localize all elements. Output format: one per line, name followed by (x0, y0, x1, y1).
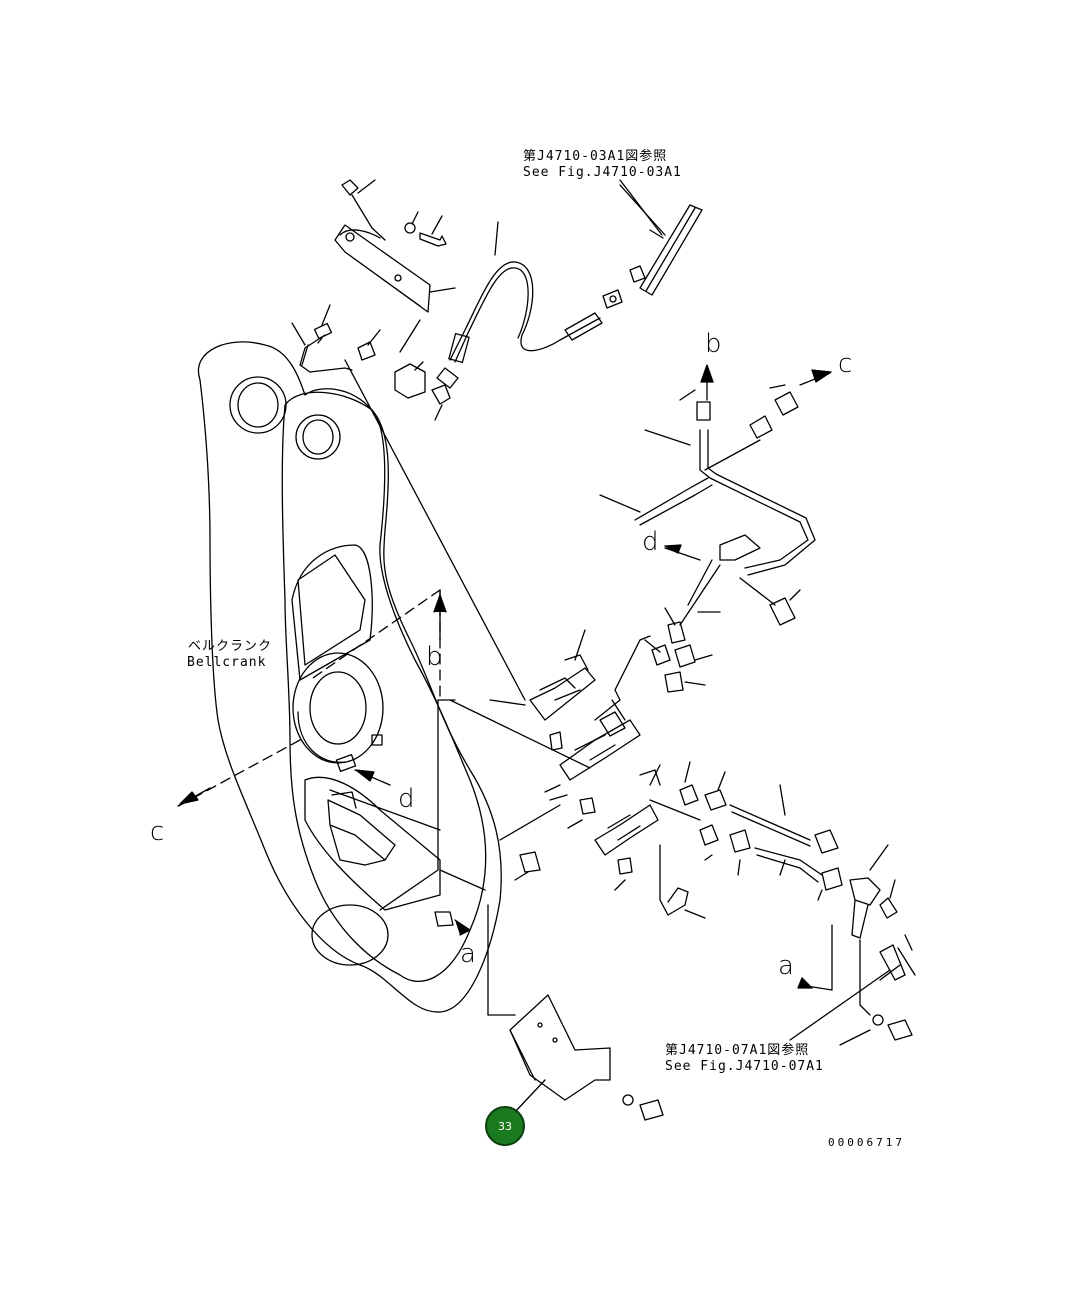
arrow-letter-c-top: c (838, 349, 853, 379)
sensor-bracket (327, 791, 396, 861)
pivot-outer (292, 652, 384, 764)
loop-pipe (659, 844, 689, 916)
plate-washer (622, 1094, 634, 1106)
mid-fitting-4 (664, 671, 684, 693)
hose-fitting-right (564, 312, 603, 341)
arrow-letter-a-right: a (778, 951, 794, 981)
mid-fitting-3 (674, 644, 696, 668)
right-screw (887, 1019, 913, 1041)
plate-screw (639, 1099, 664, 1121)
lower-plate (509, 994, 611, 1101)
adapter-a (602, 289, 623, 309)
fitting-b (696, 401, 711, 421)
pipe-clamp (394, 363, 426, 399)
pipe-fitting-3 (814, 829, 839, 854)
centerline-b (309, 589, 441, 681)
upper-boss2 (295, 414, 341, 460)
lower-bolt (519, 851, 541, 873)
bellcrank-label-jp: ベルクランク (188, 639, 273, 654)
fitting-c (774, 391, 799, 416)
plug-1 (549, 731, 563, 751)
pipe-fitting-2 (704, 789, 727, 811)
plug-3 (617, 857, 633, 875)
side-bolt (769, 597, 796, 626)
right-bracket (849, 877, 881, 939)
bellcrank-label-en: Bellcrank (187, 655, 267, 670)
mid-fitting-2 (651, 644, 671, 666)
arrow-letter-d-lower: d (398, 784, 415, 814)
pipe-fitting-1 (679, 784, 699, 806)
arrow-letter-b-mid: b (426, 642, 443, 672)
hose-upper (449, 261, 601, 361)
drawing-number: 00006717 (828, 1136, 905, 1149)
arrow-letter-d-mid: d (642, 527, 659, 557)
manifold-block-2 (559, 719, 641, 781)
mid-fitting-1 (667, 621, 686, 644)
bellcrank-window (291, 544, 373, 681)
pipe-fitting-5 (729, 829, 751, 853)
small-pipe-left (299, 334, 353, 373)
fitting-c2 (749, 415, 773, 439)
lower-boss (311, 904, 389, 966)
reference-bottom-en: See Fig.J4710-07A1 (665, 1059, 824, 1074)
pipe-fitting-6 (821, 867, 843, 891)
top-washer (404, 222, 416, 234)
leader-ref-bottom (789, 969, 891, 1041)
reference-top-en: See Fig.J4710-03A1 (523, 165, 682, 180)
manifold-block-1 (529, 667, 596, 721)
upper-boss2-hole (302, 419, 334, 455)
top-screw (419, 232, 447, 247)
arrow-d-mid (664, 547, 701, 561)
pipe-long-1 (729, 804, 811, 847)
callout-number: 33 (498, 1119, 512, 1133)
pipe-fitting-4 (699, 824, 719, 846)
bellcrank-plate (281, 391, 487, 983)
hose-end-fitting (436, 367, 459, 389)
plate-leader (514, 1079, 546, 1113)
upper-boss-hole (237, 382, 279, 428)
arrow-letter-c-left: c (150, 817, 165, 847)
reference-bottom-jp: 第J4710-07A1図参照 (665, 1043, 810, 1058)
arrow-letter-a-lower: a (460, 939, 476, 969)
plug-2 (579, 797, 596, 815)
leader-ref-top (619, 179, 663, 236)
top-bracket (334, 224, 431, 313)
tube-bundle (634, 429, 816, 576)
rail-bracket (639, 204, 703, 296)
upper-boss-outer (229, 376, 287, 434)
manifold-block-3 (594, 804, 659, 856)
reference-top-jp: 第J4710-03A1図参照 (523, 149, 668, 164)
top-bolt (341, 179, 359, 196)
elbow-bottom (431, 384, 451, 405)
adapter-b (629, 265, 646, 283)
right-washer (872, 1014, 884, 1026)
arrow-a-lower (487, 904, 516, 1016)
bellcrank-outline (197, 341, 502, 1013)
elbow-fitting (357, 341, 376, 361)
callout-badge-33[interactable]: 33 (485, 1106, 525, 1146)
arrow-letter-b-top: b (705, 329, 722, 359)
pipe-long-2 (754, 847, 823, 883)
pivot-hole (309, 671, 367, 745)
